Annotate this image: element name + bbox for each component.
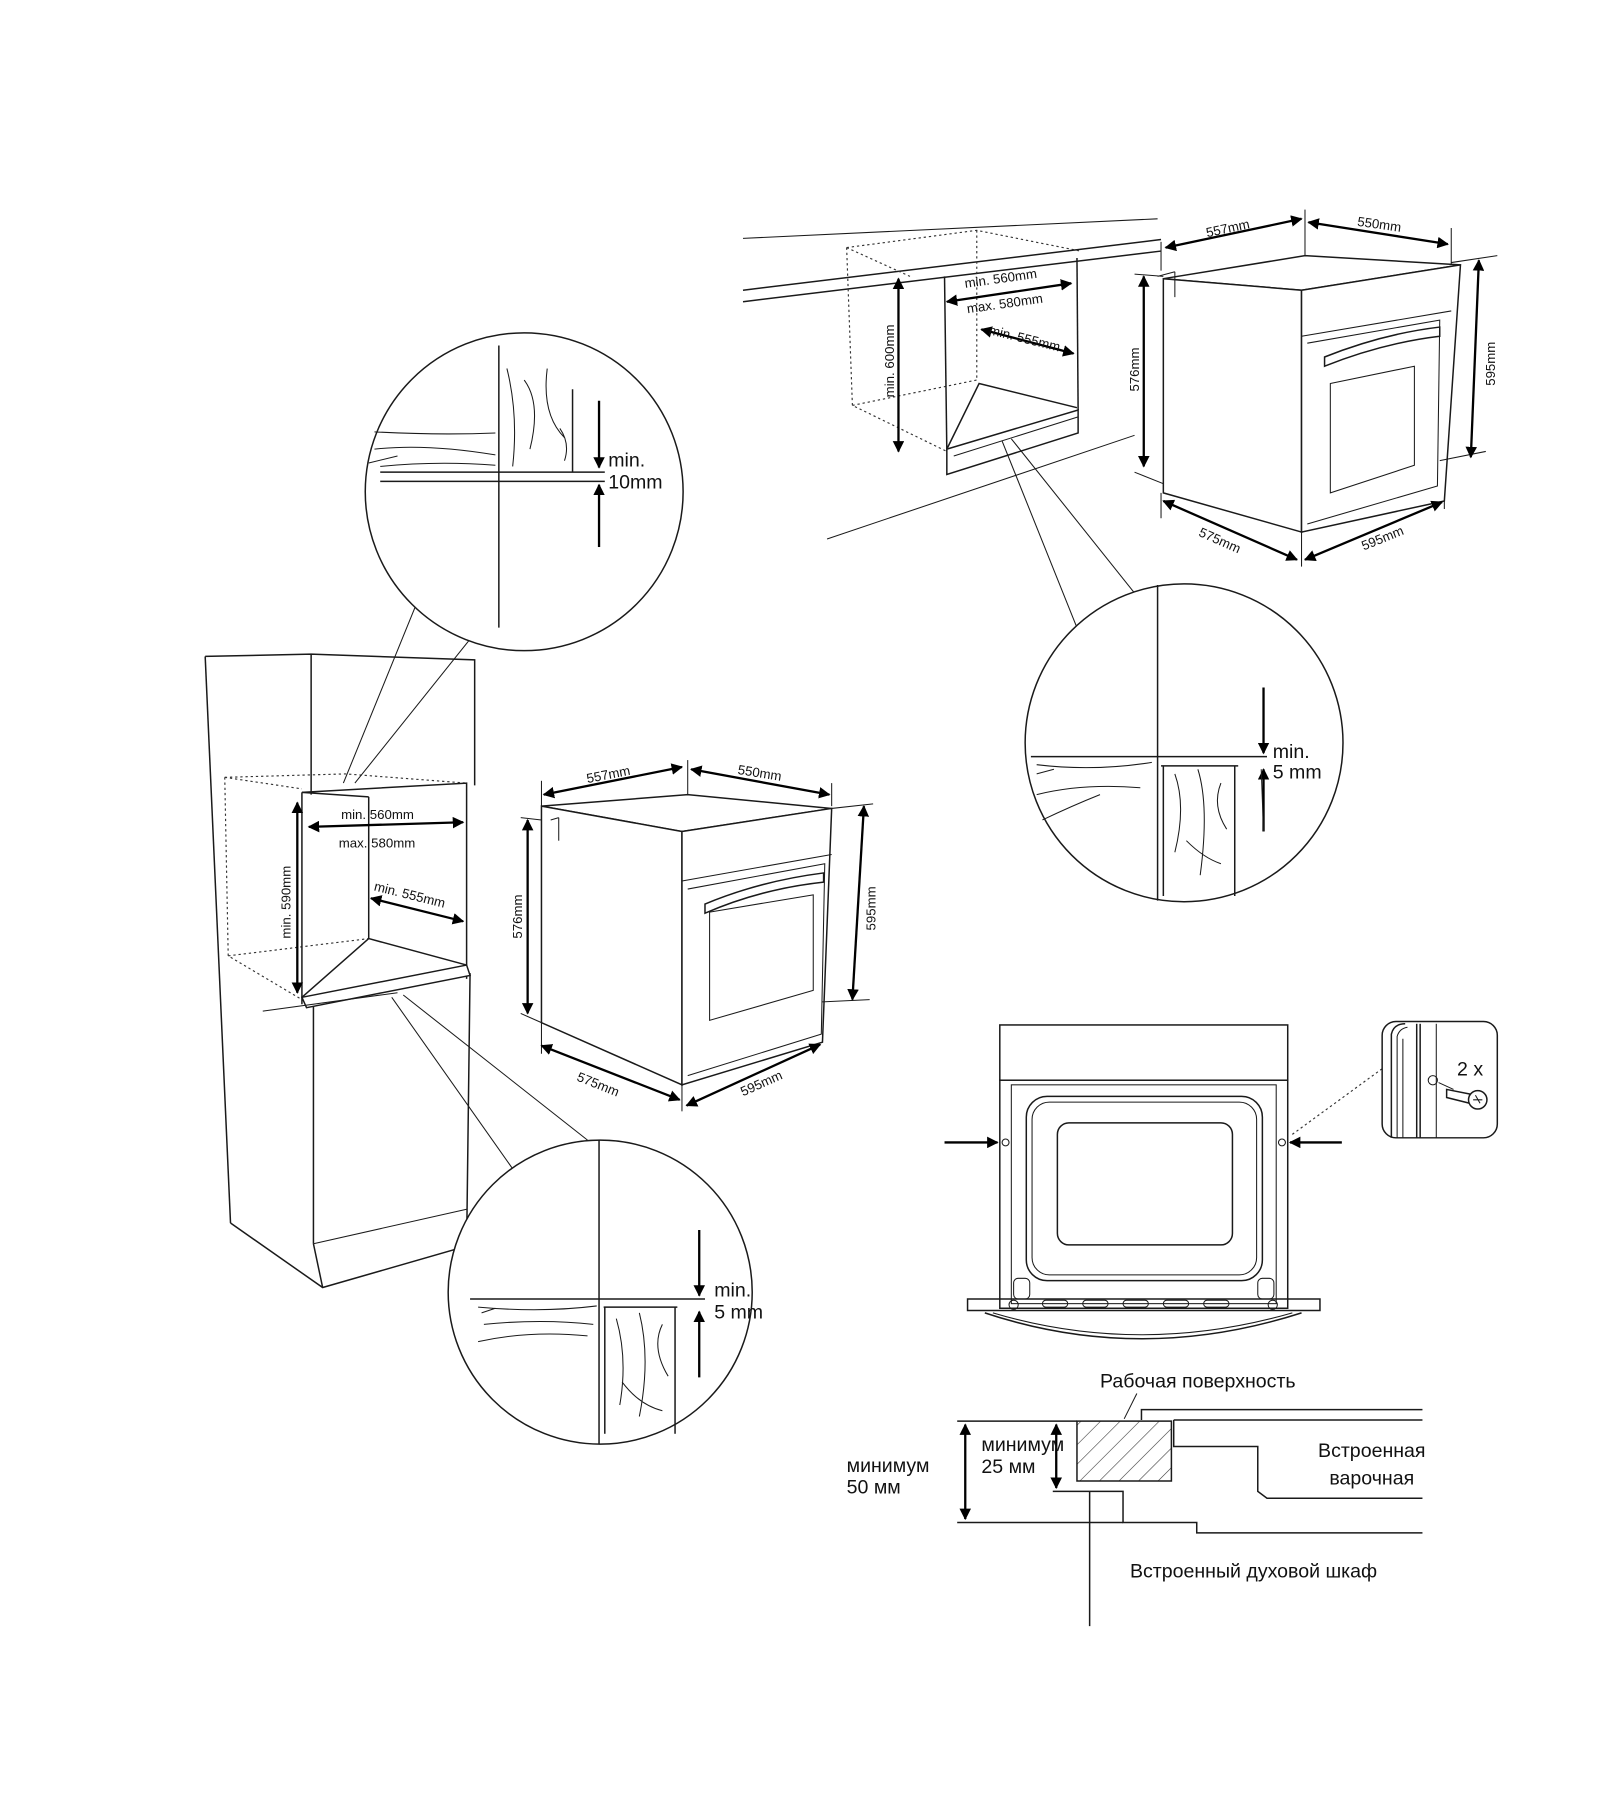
oven-width-top-label: 550mm (1356, 214, 1402, 235)
detail-5mm-label: 5 mm (1273, 762, 1322, 784)
niche-depth-label: min. 555mm (988, 322, 1062, 354)
middle-oven-height-right-label: 595mm (863, 886, 878, 930)
oven-depth-top-label: 557mm (1205, 216, 1251, 240)
detail-min-label: min. (608, 449, 645, 471)
detail-10mm-label: 10mm (608, 471, 662, 493)
cabinet-niche-depth-label: min. 555mm (373, 879, 447, 911)
oven-depth-bottom-label: 575mm (1197, 525, 1243, 557)
oven-front-view (944, 1024, 1383, 1340)
detail-circle-bottom-left: min. 5 mm (447, 1139, 763, 1445)
screw-count-label: 2 x (1457, 1059, 1483, 1081)
detail-5mm-label: 5 mm (714, 1302, 763, 1324)
oven-dimensions-top-right: 557mm 550mm 576mm 595mm 575mm 595mm (1127, 209, 1498, 567)
tall-cabinet-drawing: min. 590mm min. 560mm max. 580mm min. 55… (204, 602, 588, 1289)
niche-width-min-label: min. 560mm (964, 266, 1038, 291)
hob-label-line2: варочная (1329, 1467, 1414, 1489)
oven-dimensions-middle: 557mm 550mm 576mm 595mm 575mm 595mm (510, 760, 878, 1112)
worktop-label: Рабочая поверхность (1100, 1371, 1296, 1393)
hinge-bumps (1008, 1277, 1278, 1310)
cabinet-niche-height-label: min. 590mm (278, 866, 293, 939)
niche-width-max-label: max. 580mm (966, 291, 1044, 317)
min-50-label-line1: минимум (847, 1455, 930, 1477)
hob-label-line1: Встроенная (1318, 1440, 1426, 1462)
detail-min-label: min. (1273, 741, 1310, 763)
detail-circle-top-right: min. 5 mm (1024, 583, 1344, 903)
screw-inset: 2 x (1381, 1020, 1499, 1139)
cabinet-niche-width-min-label: min. 560mm (341, 807, 414, 822)
detail-circle-top-left: min. 10mm (364, 332, 684, 652)
detail-min-label: min. (714, 1280, 751, 1302)
oven-height-right-label: 595mm (1483, 342, 1498, 386)
screw-hole-left (1001, 1138, 1010, 1147)
niche-height-label: min. 600mm (882, 325, 897, 398)
oven-height-left-label: 576mm (1127, 347, 1142, 391)
middle-oven-height-left-label: 576mm (510, 894, 525, 938)
screw-icon (1438, 1082, 1488, 1110)
oven-label: Встроенный духовой шкаф (1130, 1561, 1377, 1583)
min-25-label-line2: 25 мм (981, 1456, 1035, 1478)
cabinet-niche-width-max-label: max. 580mm (339, 836, 415, 851)
screw-hole-right (1277, 1138, 1286, 1147)
section-drawing: Рабочая поверхность Встроенная варочная … (847, 1371, 1426, 1627)
min-25-label-line1: минимум (981, 1434, 1064, 1456)
middle-oven-width-top-label: 550mm (737, 762, 783, 784)
undercounter-niche-drawing: min. 600mm min. 560mm max. 580mm min. 55… (742, 218, 1162, 628)
min-50-label-line2: 50 мм (847, 1477, 901, 1499)
